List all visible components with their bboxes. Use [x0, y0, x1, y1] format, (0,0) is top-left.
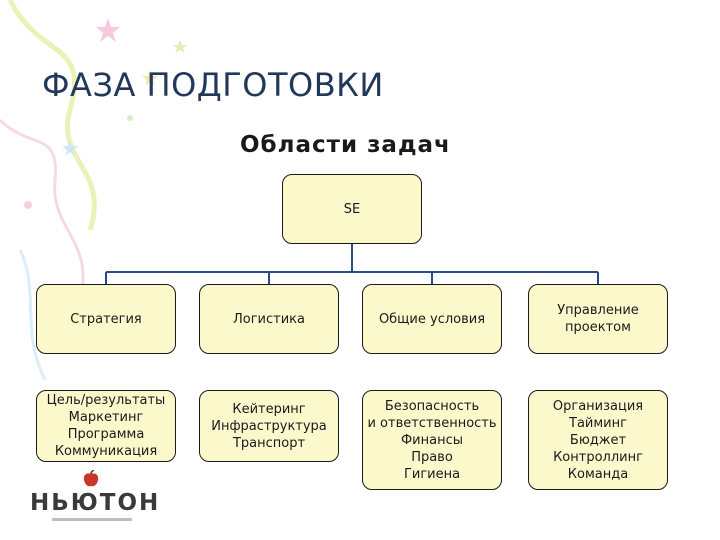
logo-text: НЬЮТОН [30, 490, 161, 516]
slide-title: ФАЗА ПОДГОТОВКИ [42, 66, 384, 104]
node-logistics: Логистика [199, 284, 339, 354]
node-project-management: Управление проектом [528, 284, 668, 354]
node-strategy: Стратегия [36, 284, 176, 354]
swirl-decoration [7, 0, 97, 231]
slide-subtitle: Области задач [240, 132, 451, 158]
root-node: SE [282, 174, 422, 244]
dot-decoration [127, 115, 133, 121]
star-decoration [142, 70, 158, 86]
star-decoration [96, 18, 120, 42]
company-logo: НЬЮТОН [22, 470, 162, 526]
node-general-conditions: Общие условия [362, 284, 502, 354]
star-decoration [173, 40, 187, 53]
dot-decoration [24, 201, 32, 209]
apple-icon [83, 470, 99, 487]
swirl-decoration [0, 118, 85, 301]
swirl-decoration [18, 249, 47, 381]
node-project-management-items: Организация Тайминг Бюджет Контроллинг К… [528, 390, 668, 490]
node-general-conditions-items: Безопасность и ответственность Финансы П… [362, 390, 502, 490]
connectors [105, 244, 599, 284]
node-strategy-items: Цель/результаты Маркетинг Программа Комм… [36, 390, 176, 462]
star-decoration [62, 140, 78, 156]
node-logistics-items: Кейтеринг Инфраструктура Транспорт [199, 390, 339, 462]
logo-underline [52, 518, 132, 521]
